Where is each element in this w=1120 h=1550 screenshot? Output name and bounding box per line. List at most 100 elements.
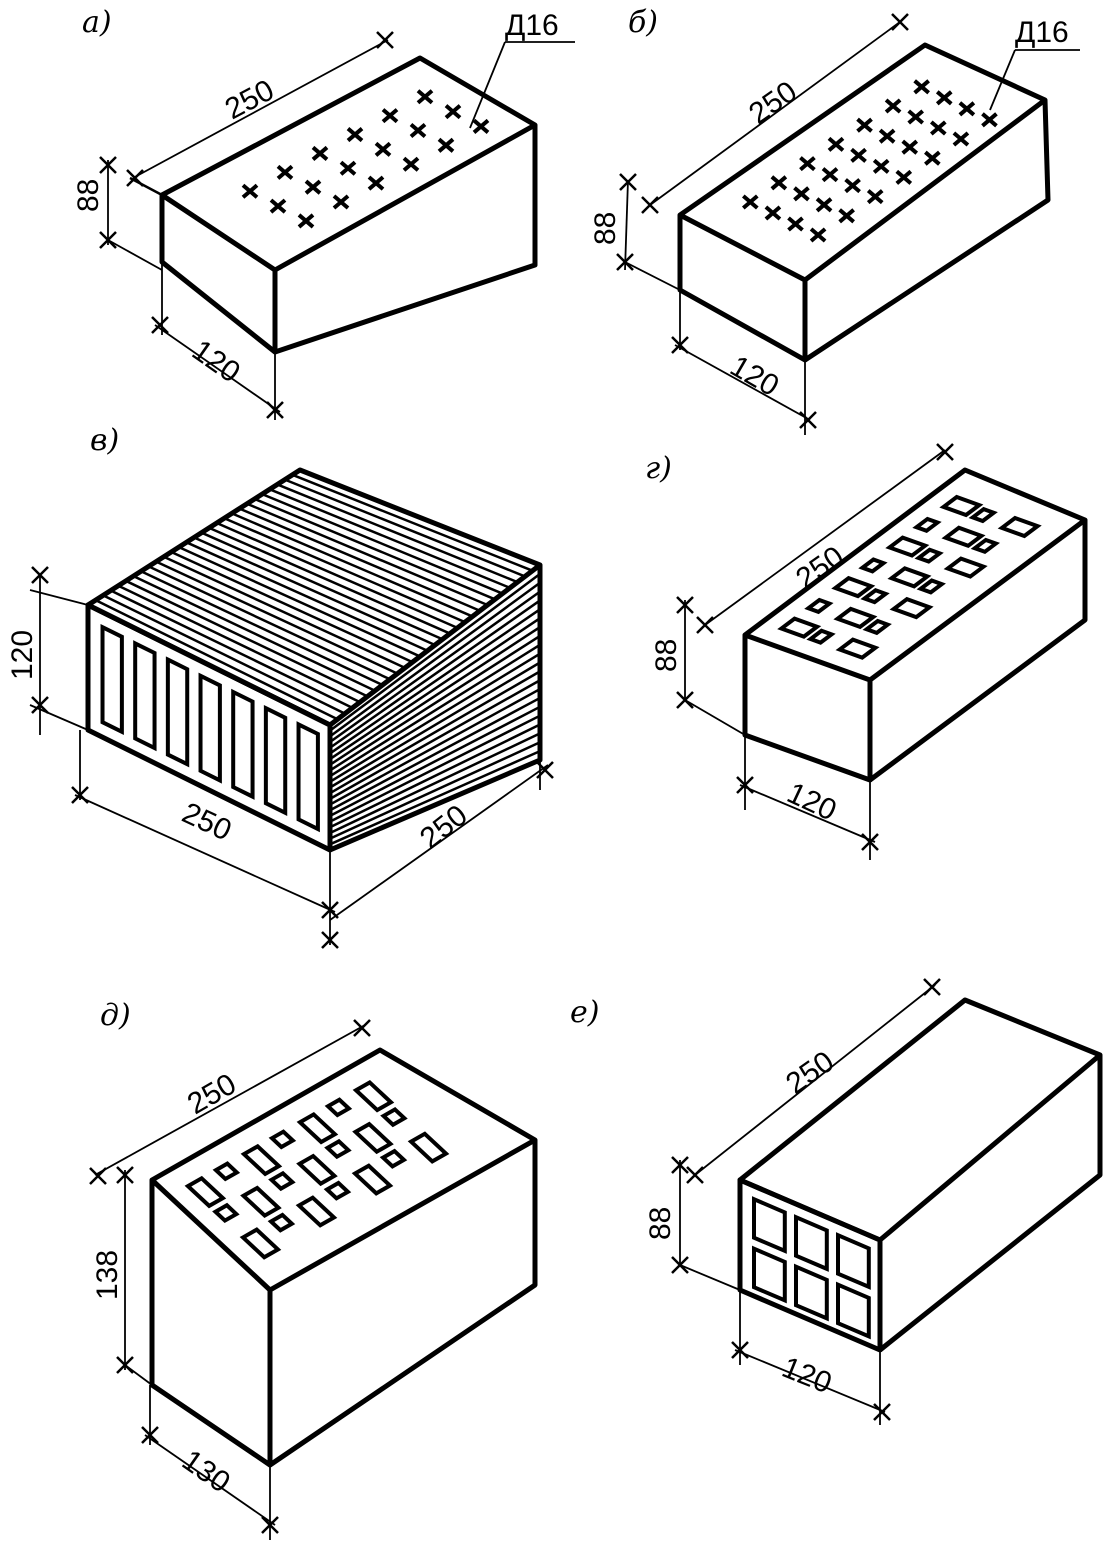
perforation-mark	[276, 164, 294, 180]
groove-line	[102, 594, 346, 715]
slot-hole	[165, 656, 190, 768]
dimension-tick	[676, 691, 694, 709]
slot-hole	[835, 637, 880, 660]
groove-line	[329, 723, 541, 829]
dimension-tick	[321, 931, 339, 949]
dim-length: 250	[177, 796, 236, 847]
groove-line	[117, 584, 361, 704]
perforation-mark	[241, 183, 259, 199]
dim-height: 88	[589, 212, 622, 245]
groove-line	[329, 643, 541, 778]
groove-line	[329, 661, 541, 789]
groove-line	[329, 714, 541, 823]
groove-line	[163, 555, 406, 669]
dimension-tick	[116, 1356, 134, 1374]
slot-hole	[296, 1111, 339, 1145]
perforation-mark	[297, 213, 315, 229]
perforation-mark	[929, 120, 947, 136]
slot-hole	[407, 1131, 450, 1164]
groove-line	[148, 565, 391, 681]
groove-line	[193, 536, 436, 647]
figure-d-perforated-stone: д) 250 138 130	[91, 998, 538, 1540]
dimension-tick	[891, 13, 909, 31]
slot-hole	[804, 597, 834, 615]
perforation-mark	[793, 186, 810, 202]
slot-hole	[858, 557, 888, 574]
perforation-mark	[850, 147, 867, 163]
cell-hole	[752, 1196, 787, 1254]
groove-line	[329, 749, 541, 846]
groove-line	[329, 696, 541, 812]
perforation-mark	[799, 156, 816, 172]
dimension-tick	[641, 196, 659, 214]
perforation-mark	[838, 208, 855, 224]
dimension-tick	[126, 169, 144, 187]
perforation-mark	[409, 122, 427, 139]
perforation-mark	[304, 179, 322, 195]
slot-holes	[184, 1080, 450, 1260]
slot-hole	[133, 640, 157, 752]
dimension-tick	[536, 761, 554, 779]
perforation-mark	[787, 216, 804, 232]
perforation-mark	[472, 118, 490, 134]
groove-hatching	[95, 473, 541, 846]
perforation-mark	[815, 197, 833, 213]
slot-hole	[777, 616, 822, 639]
perforation-mark	[958, 101, 976, 117]
slot-hole	[212, 1161, 241, 1182]
slot-hole	[240, 1185, 282, 1219]
groove-line	[269, 488, 511, 590]
dim-height: 138	[91, 1250, 124, 1300]
groove-line	[329, 634, 541, 772]
figure-label-e: е)	[570, 995, 599, 1030]
dimension-tick	[266, 401, 284, 419]
perforation-mark	[856, 117, 873, 133]
cell-hole	[836, 1281, 871, 1340]
slot-hole	[324, 1138, 352, 1160]
cell-hole	[836, 1232, 871, 1290]
figure-b-solid-brick: б) 250 88 120 Д16	[589, 5, 1080, 435]
slot-hole	[943, 556, 988, 579]
slot-hole	[916, 578, 946, 595]
perforation-mark	[339, 160, 357, 176]
figure-label-d: д)	[100, 998, 131, 1033]
perforation-mark	[872, 158, 890, 174]
perforation-mark	[913, 79, 930, 95]
dimension-tick	[731, 1341, 749, 1359]
callout-hole-diameter: Д16	[1015, 16, 1069, 49]
figure-label-g: г)	[645, 451, 672, 486]
groove-line	[132, 574, 376, 692]
groove-line	[291, 473, 533, 572]
perforation-mark	[981, 112, 998, 128]
perforation-marks	[741, 79, 998, 243]
dim-length: 250	[780, 1045, 840, 1101]
groove-line	[208, 526, 451, 635]
slot-hole	[887, 566, 932, 589]
callout-hole-diameter: Д16	[505, 9, 559, 42]
perforation-mark	[821, 167, 839, 183]
perforation-mark	[878, 128, 896, 144]
dim-length: 250	[743, 75, 803, 131]
groove-line	[246, 502, 488, 607]
groove-line	[216, 521, 458, 630]
groove-line	[329, 679, 541, 800]
brick-side-face	[868, 520, 1088, 783]
dimension-tick	[31, 566, 49, 584]
perforation-mark	[895, 169, 913, 185]
brick-side-face	[274, 125, 538, 355]
perforation-mark	[952, 131, 970, 147]
slot-hole	[231, 688, 255, 800]
slot-hole	[351, 1163, 394, 1196]
slot-hole	[997, 515, 1042, 539]
figure-label-b: б)	[628, 5, 658, 40]
brick-side-face	[803, 99, 1051, 363]
figure-e-hollow-brick: е) 250 88 120	[570, 984, 1103, 1425]
dimension-tick	[99, 231, 117, 249]
groove-line	[329, 705, 541, 818]
slot-hole	[860, 588, 890, 605]
perforation-mark	[809, 227, 827, 243]
slot-hole	[268, 1129, 297, 1150]
groove-line	[155, 560, 399, 675]
dimension-tick	[616, 253, 634, 271]
perforation-mark	[444, 104, 462, 120]
